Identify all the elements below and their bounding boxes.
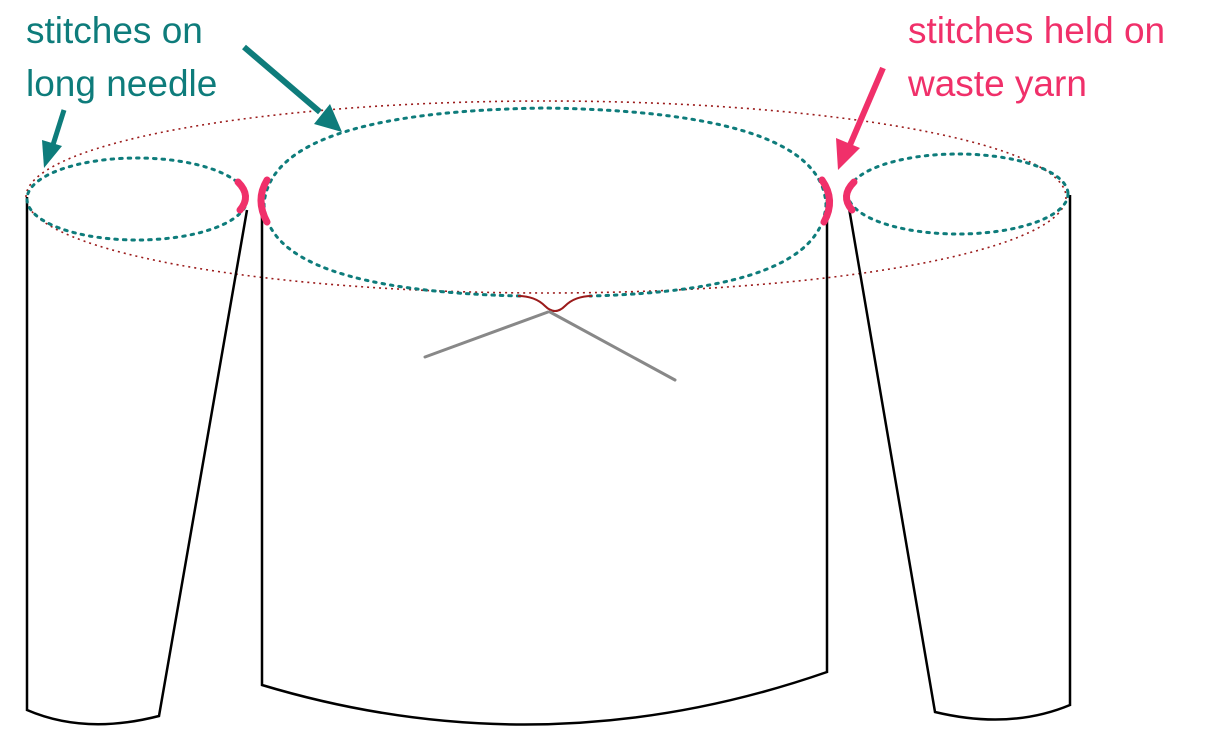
left-sleeve-stitches	[25, 156, 249, 242]
needle-label-line1: stitches on	[26, 10, 203, 51]
bracket-icon	[234, 176, 858, 226]
needle-tips	[423, 310, 677, 382]
right-sleeve-stitches	[846, 152, 1070, 236]
waste-yarn-label-line1: stitches held on	[908, 10, 1166, 51]
body-tube	[260, 200, 829, 726]
needle-label: stitches on long needle	[26, 4, 217, 110]
arrow-icon	[836, 66, 886, 170]
left-sleeve	[25, 197, 249, 726]
body-stitches	[262, 106, 828, 298]
arrow-icon	[42, 44, 342, 168]
right-sleeve	[847, 195, 1072, 721]
waste-yarn-label: stitches held on waste yarn	[908, 4, 1165, 110]
needle-label-line2: long needle	[26, 63, 218, 104]
yarn-join	[517, 295, 593, 312]
yoke-outline	[25, 100, 1067, 294]
waste-yarn-label-line2: waste yarn	[908, 63, 1087, 104]
